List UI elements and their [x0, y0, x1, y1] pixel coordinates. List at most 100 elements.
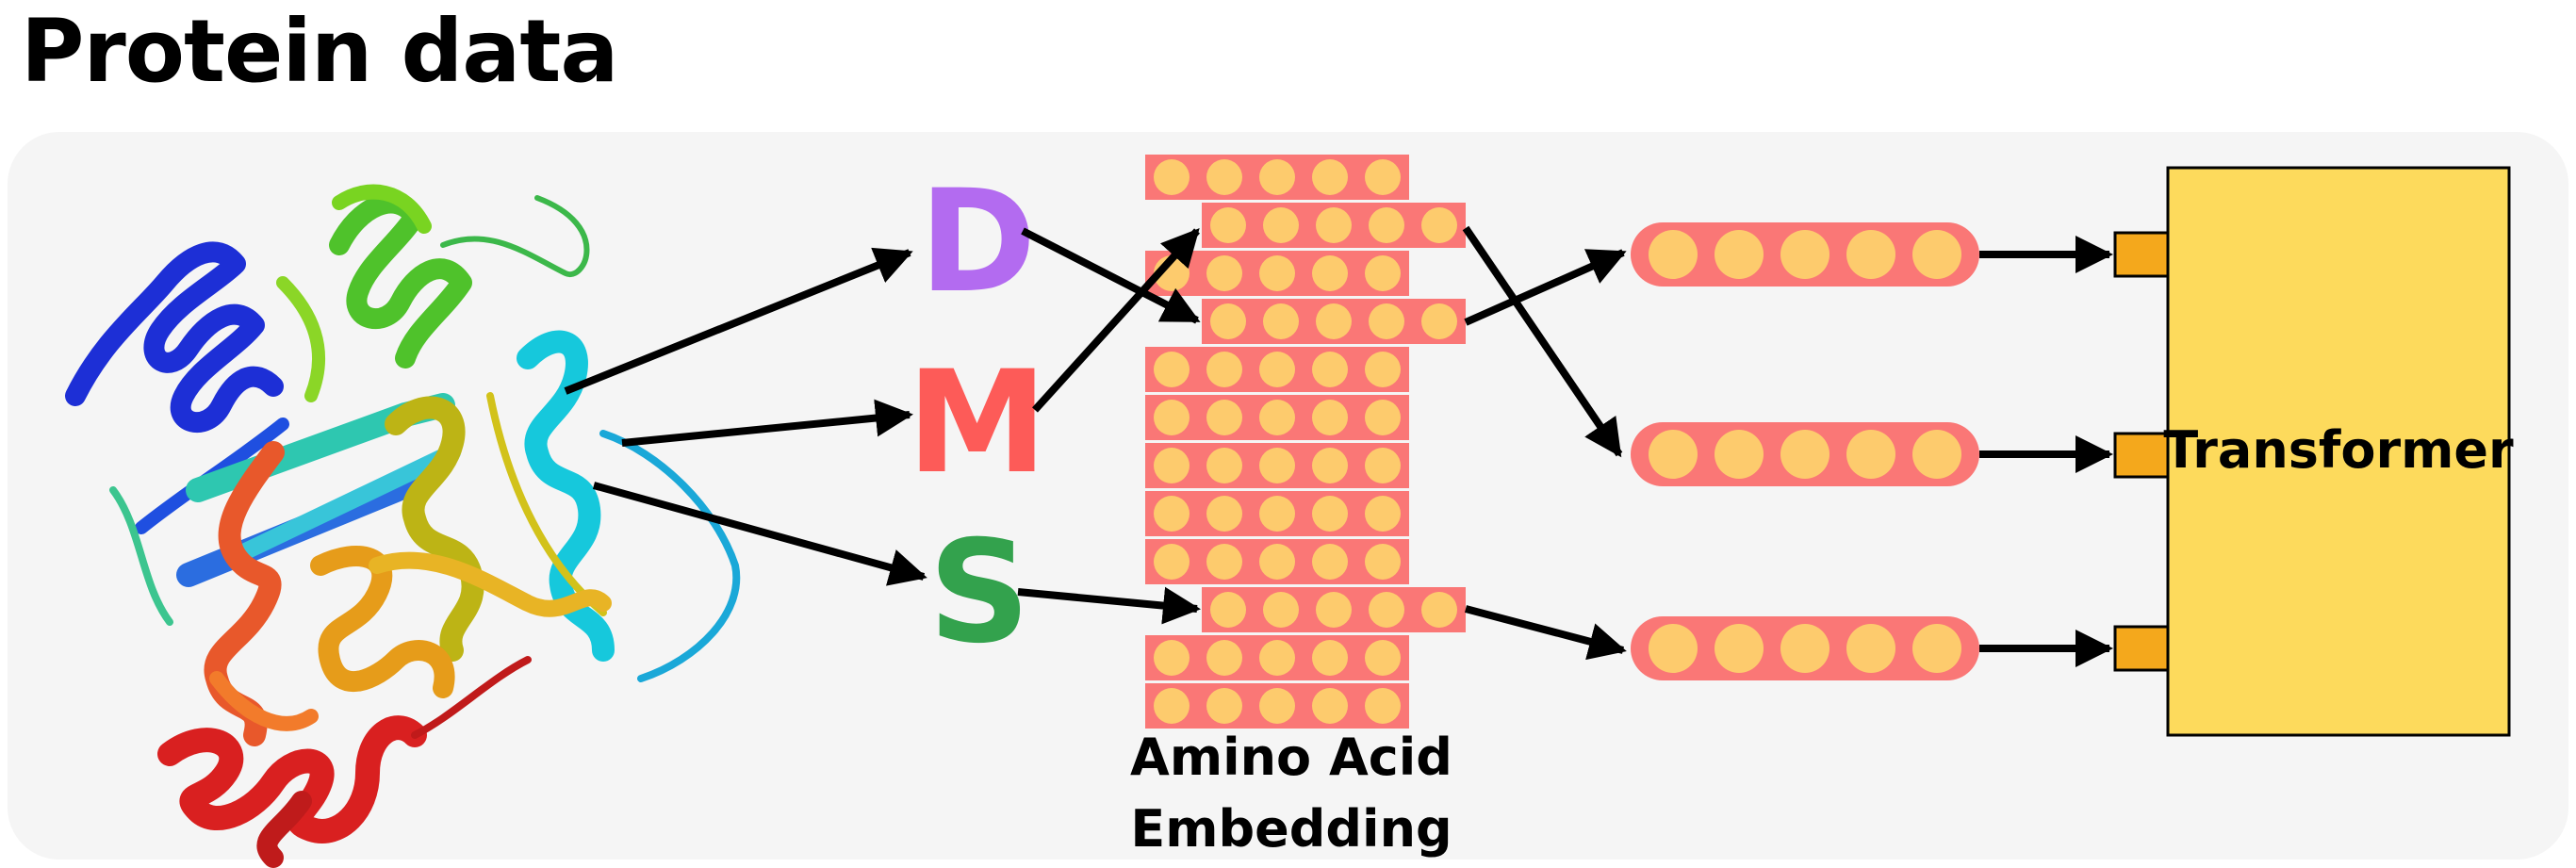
embedding-cell [1365, 448, 1401, 483]
token-vector-cell [1715, 624, 1764, 673]
embedding-label-line-1: Amino Acid [1130, 728, 1452, 787]
token-to-transformer-arrows [1979, 236, 2113, 667]
embedding-cell [1365, 255, 1401, 291]
protein-to-sequence-arrows [564, 247, 927, 586]
transformer-input-port-2 [2113, 432, 2170, 479]
embedding-cell [1263, 303, 1299, 339]
token-vector-cell [1715, 230, 1764, 279]
embedding-cell [1154, 352, 1190, 387]
amino-acid-letter-m: M [907, 341, 1047, 505]
embedding-cell [1154, 400, 1190, 435]
transformer-input-port-3 [2113, 625, 2170, 672]
embedding-cell [1206, 688, 1242, 724]
embedding-cell [1206, 448, 1242, 483]
token-vector-cell [1715, 430, 1764, 479]
embedding-cell [1365, 688, 1401, 724]
arrow-embedding-row-m [1462, 225, 1623, 458]
embedding-row [1145, 251, 1409, 296]
arrow-embedding-row-s [1464, 605, 1627, 661]
embedding-cell [1154, 640, 1190, 676]
embedding-cell [1259, 544, 1295, 580]
embedding-cell [1369, 303, 1404, 339]
arrow-protein-to-s [592, 482, 927, 586]
embedding-cell [1421, 207, 1457, 243]
embedding-cell [1312, 255, 1348, 291]
embedding-cell [1365, 352, 1401, 387]
embedding-cell [1259, 159, 1295, 195]
embedding-row [1145, 539, 1409, 584]
embedding-cell [1421, 592, 1457, 628]
embedding-cell [1312, 688, 1348, 724]
embedding-cell [1259, 496, 1295, 532]
embedding-cell [1259, 640, 1295, 676]
token-vector-cell [1846, 230, 1895, 279]
token-vector-cell [1846, 430, 1895, 479]
embedding-row [1145, 491, 1409, 536]
token-vector-cell [1912, 624, 1961, 673]
token-embedding-vectors [1631, 222, 1979, 680]
embedding-cell [1154, 448, 1190, 483]
token-vector-cell [1846, 624, 1895, 673]
embedding-cell [1210, 592, 1246, 628]
embedding-cell [1206, 640, 1242, 676]
embedding-row [1145, 635, 1409, 680]
embedding-cell [1365, 159, 1401, 195]
embedding-cell [1312, 640, 1348, 676]
token-vector-cell [1649, 624, 1698, 673]
embedding-cell [1259, 400, 1295, 435]
transformer-input-port-1 [2113, 231, 2170, 278]
embedding-cell [1259, 255, 1295, 291]
embedding-cell [1154, 159, 1190, 195]
embedding-cell [1369, 207, 1404, 243]
token-vector-2 [1631, 422, 1979, 486]
embedding-cell [1312, 159, 1348, 195]
embedding-cell [1154, 688, 1190, 724]
arrow-embedding-row-d [1464, 249, 1627, 326]
transformer-block [2166, 166, 2511, 737]
embedding-row [1145, 155, 1409, 200]
embedding-cell [1365, 496, 1401, 532]
embedding-cell [1206, 352, 1242, 387]
token-vector-3 [1631, 616, 1979, 680]
embedding-cell [1154, 544, 1190, 580]
embedding-cell [1210, 303, 1246, 339]
embedding-cell [1316, 592, 1352, 628]
token-vector-1 [1631, 222, 1979, 287]
arrow-d-to-embedding [1021, 227, 1201, 324]
embedding-cell [1206, 496, 1242, 532]
embedding-label-line-2: Embedding [1130, 799, 1452, 859]
embedding-cell [1365, 400, 1401, 435]
embedding-cell [1263, 207, 1299, 243]
sequence-to-embedding-arrows [1017, 227, 1201, 625]
embedding-row [1202, 587, 1466, 632]
embedding-cell [1365, 640, 1401, 676]
amino-acid-embedding-table [1145, 155, 1466, 729]
embedding-row [1202, 299, 1466, 344]
embedding-cell [1312, 544, 1348, 580]
token-vector-cell [1780, 624, 1829, 673]
embedding-row [1202, 203, 1466, 248]
arrow-protein-to-m [621, 399, 913, 447]
embedding-cell [1259, 448, 1295, 483]
embedding-cell [1206, 400, 1242, 435]
embedding-row [1145, 683, 1409, 729]
amino-acid-letter-d: D [919, 160, 1037, 324]
amino-acid-letter-s: S [928, 511, 1030, 675]
embedding-row [1145, 347, 1409, 392]
embedding-cell [1206, 159, 1242, 195]
embedding-cell [1210, 207, 1246, 243]
arrow-m-to-embedding [1032, 228, 1200, 413]
embedding-cell [1369, 592, 1404, 628]
page-title: Protein data [21, 1, 618, 102]
embedding-cell [1259, 688, 1295, 724]
embedding-cell [1206, 255, 1242, 291]
token-vector-cell [1780, 230, 1829, 279]
embedding-cell [1206, 544, 1242, 580]
embedding-row [1145, 395, 1409, 440]
embedding-row [1145, 443, 1409, 488]
embedding-cell [1365, 544, 1401, 580]
embedding-cell [1421, 303, 1457, 339]
token-vector-cell [1912, 430, 1961, 479]
embedding-cell [1263, 592, 1299, 628]
